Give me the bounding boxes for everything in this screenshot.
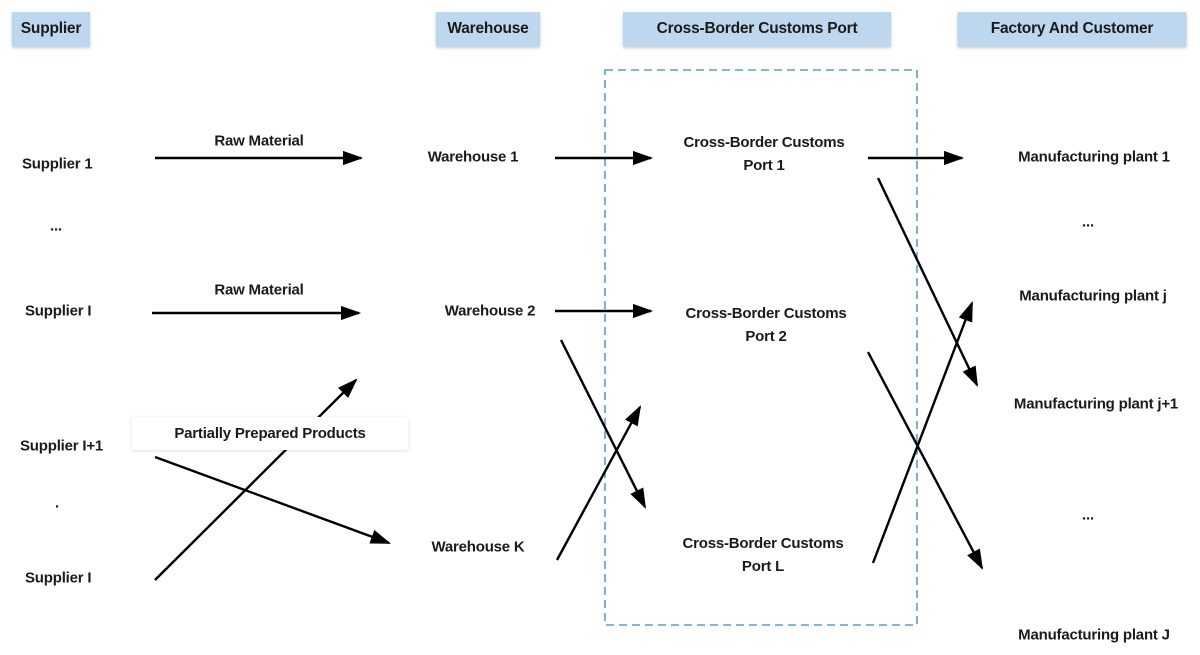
plant-j1-label: Manufacturing plant j+1 [1013,395,1179,413]
arrow-warehouseK-to-port2 [555,405,642,561]
raw-material-label-1: Raw Material [214,132,304,150]
customs-port-2-label: Cross-Border Customs Port 2 [685,302,846,348]
header-supplier: Supplier [12,12,90,46]
customs-port-2-line2: Port 2 [745,328,787,345]
customs-port-L-line1: Cross-Border Customs [682,535,844,552]
arrow-supplierI1-to-warehouseK [154,455,392,545]
customs-port-1-label: Cross-Border Customs Port 1 [683,131,844,177]
supplier-dot: . [55,494,59,512]
plant-1-label: Manufacturing plant 1 [1018,148,1170,166]
customs-port-1-line1: Cross-Border Customs [683,134,845,151]
arrow-port1-to-plant-j1 [876,177,979,387]
arrow-port2-to-plantJ [866,351,984,570]
customs-dashed-boundary [604,69,918,626]
partially-prepared-products-label: Partially Prepared Products [132,417,408,450]
supplier-1-label: Supplier 1 [22,155,93,173]
customs-port-2-line1: Cross-Border Customs [685,305,847,322]
arrow-supplierI-bottom-up [154,378,358,581]
warehouse-K-label: Warehouse K [431,538,525,556]
arrow-warehouse2-to-portL [559,339,647,509]
supplier-ellipsis: ... [50,217,62,235]
supplier-I-label: Supplier I [25,302,92,320]
plant-ellipsis-2: ... [1082,506,1094,524]
warehouse-2-label: Warehouse 2 [444,302,536,320]
supplier-I-bottom-label: Supplier I [25,569,92,587]
supplier-I1-label: Supplier I+1 [20,437,104,455]
arrow-portL-to-plantj [871,300,974,564]
plant-ellipsis-1: ... [1082,213,1094,231]
customs-port-L-line2: Port L [741,558,785,575]
header-factory: Factory And Customer [957,12,1187,46]
header-warehouse: Warehouse [436,12,540,46]
plant-j-label: Manufacturing plant j [1019,287,1167,305]
raw-material-label-2: Raw Material [214,281,304,299]
plant-J-label: Manufacturing plant J [1018,626,1170,644]
warehouse-1-label: Warehouse 1 [427,148,519,166]
header-customs: Cross-Border Customs Port [623,12,891,46]
customs-port-1-line2: Port 1 [743,157,785,174]
customs-port-L-label: Cross-Border Customs Port L [682,532,843,578]
